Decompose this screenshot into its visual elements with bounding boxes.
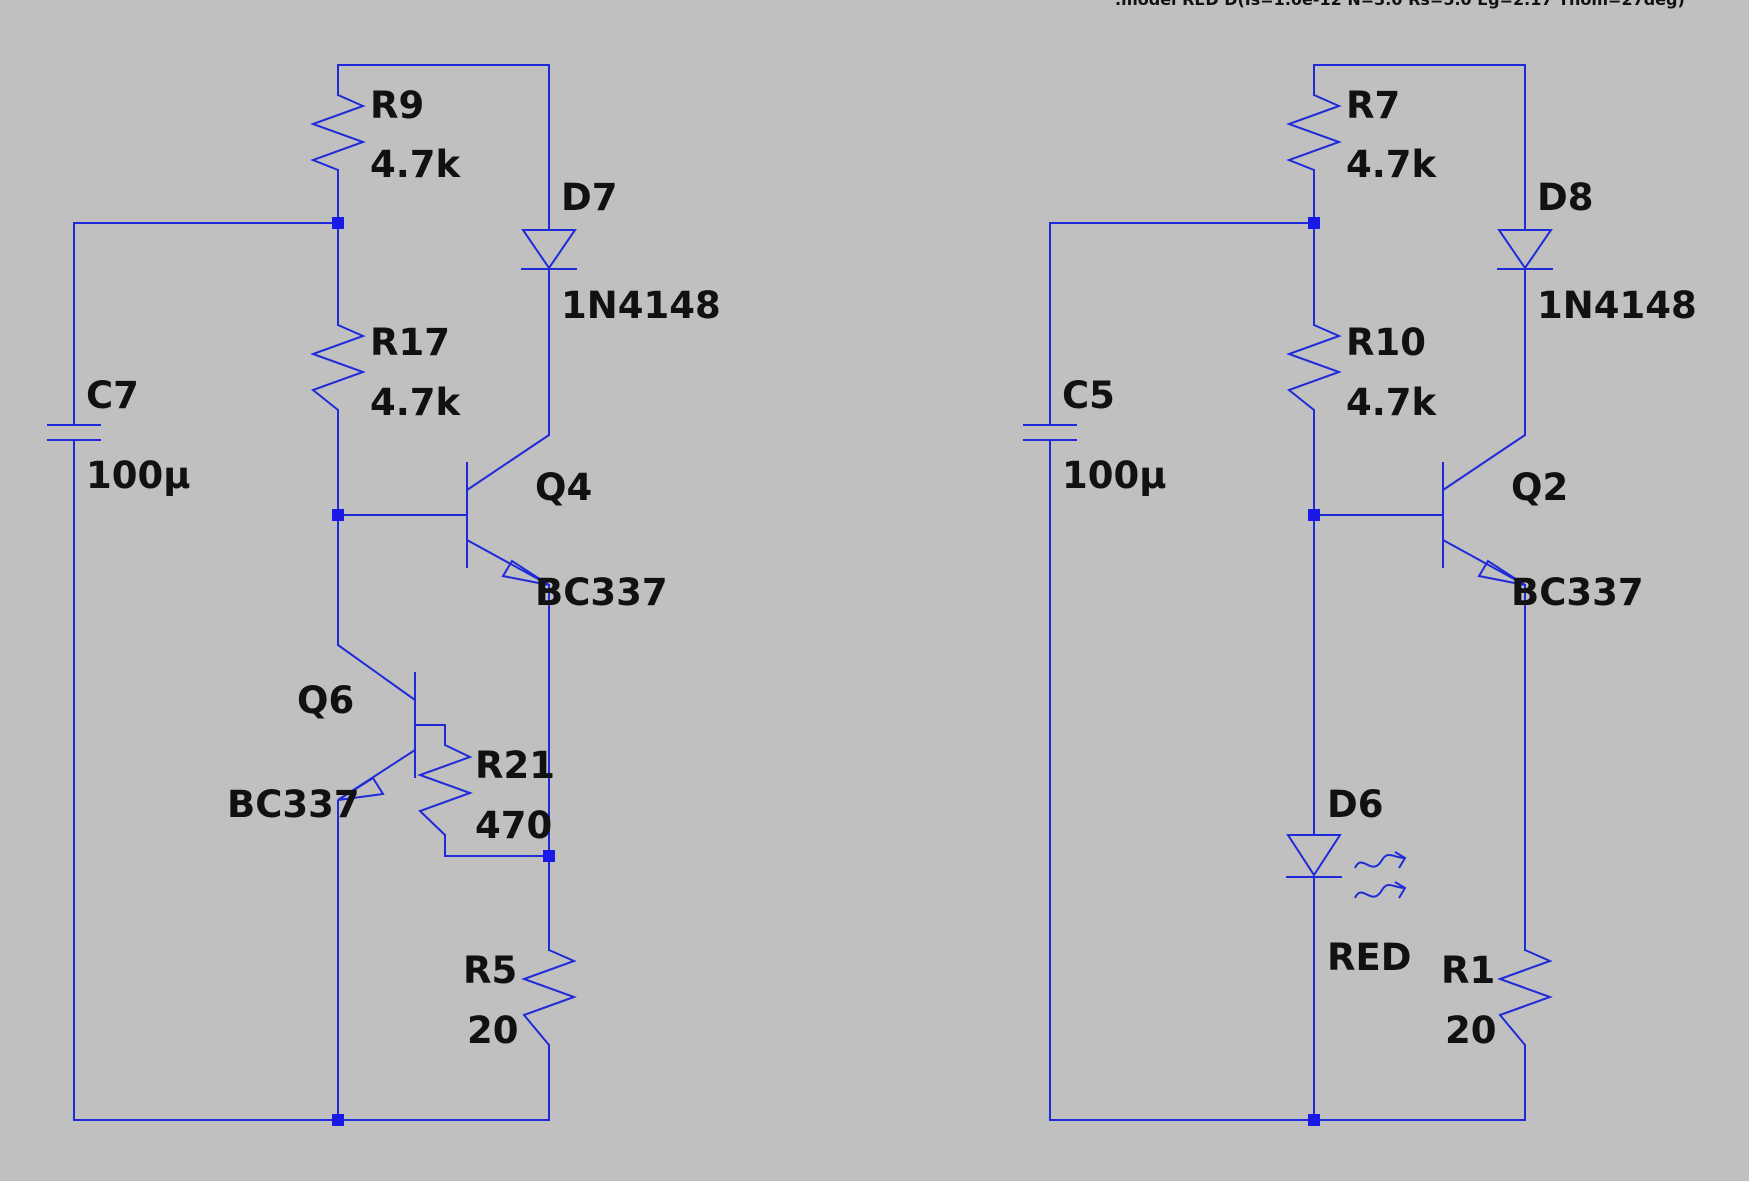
junction-dot (332, 1114, 344, 1126)
component-value: RED (1327, 936, 1411, 979)
component-name: R1 (1441, 949, 1495, 992)
component-name: C5 (1062, 374, 1115, 417)
wire (444, 834, 550, 857)
right-circuit: R7 4.7k R10 4.7k D8 1N4148 C5 100µ (1023, 64, 1697, 1126)
component-name: D8 (1537, 176, 1593, 219)
component-value: BC337 (227, 783, 360, 826)
wire (1313, 64, 1526, 231)
component-name: R5 (463, 949, 517, 992)
right-wires (1049, 64, 1526, 1121)
component-value: 4.7k (1346, 381, 1438, 424)
diode-d8[interactable]: D8 1N4148 (1497, 176, 1697, 327)
component-name: R17 (370, 321, 450, 364)
transistor-q4[interactable]: Q4 BC337 (466, 434, 668, 614)
component-value: 4.7k (370, 381, 462, 424)
component-name: Q4 (535, 466, 592, 509)
component-value: BC337 (535, 571, 668, 614)
junction-dot (332, 217, 344, 229)
component-name: C7 (86, 374, 139, 417)
component-value: 4.7k (1346, 143, 1438, 186)
component-value: 20 (1445, 1009, 1497, 1052)
component-value: 470 (475, 804, 552, 847)
wire (1049, 222, 1315, 426)
junction-dot (1308, 217, 1320, 229)
transistor-q2[interactable]: Q2 BC337 (1442, 434, 1644, 614)
component-name: R21 (475, 744, 555, 787)
junction-dot (332, 509, 344, 521)
component-name: R9 (370, 84, 424, 127)
junction-dot (1308, 1114, 1320, 1126)
spice-model-directive: .model RED D(Is=1.0e-12 N=3.0 Rs=5.0 Eg=… (1115, 0, 1685, 9)
component-name: Q6 (297, 679, 354, 722)
component-name: D6 (1327, 783, 1383, 826)
resistor-r17[interactable]: R17 4.7k (310, 321, 462, 424)
led-d6[interactable]: D6 RED (1286, 783, 1411, 979)
resistor-r5[interactable]: R5 20 (463, 949, 577, 1052)
junction-dot (543, 850, 555, 862)
component-value: 1N4148 (1537, 284, 1697, 327)
component-value: 100µ (1062, 454, 1166, 497)
resistor-r21[interactable]: R21 470 (417, 744, 555, 847)
transistor-q6[interactable]: Q6 BC337 (227, 644, 416, 830)
component-value: 100µ (86, 454, 190, 497)
wire (73, 222, 339, 426)
wire (1049, 439, 1526, 1121)
component-name: Q2 (1511, 466, 1568, 509)
component-value: 4.7k (370, 143, 462, 186)
wire (414, 724, 446, 746)
component-value: 1N4148 (561, 284, 721, 327)
resistor-r10[interactable]: R10 4.7k (1286, 321, 1438, 424)
component-name: R10 (1346, 321, 1426, 364)
left-wires (73, 64, 550, 1121)
wire (337, 64, 550, 231)
resistor-r1[interactable]: R1 20 (1441, 949, 1553, 1052)
component-name: R7 (1346, 84, 1400, 127)
resistor-r7[interactable]: R7 4.7k (1286, 84, 1438, 186)
left-circuit: R9 4.7k R17 4.7k D7 1N4148 C7 100µ (47, 64, 721, 1126)
capacitor-c7[interactable]: C7 100µ (47, 374, 190, 497)
component-value: BC337 (1511, 571, 1644, 614)
component-name: D7 (561, 176, 617, 219)
resistor-r9[interactable]: R9 4.7k (310, 84, 462, 186)
junction-dot (1308, 509, 1320, 521)
light-emission-icon (1354, 851, 1407, 899)
wire (73, 439, 550, 1121)
diode-d7[interactable]: D7 1N4148 (521, 176, 721, 327)
component-value: 20 (467, 1009, 519, 1052)
capacitor-c5[interactable]: C5 100µ (1023, 374, 1166, 497)
